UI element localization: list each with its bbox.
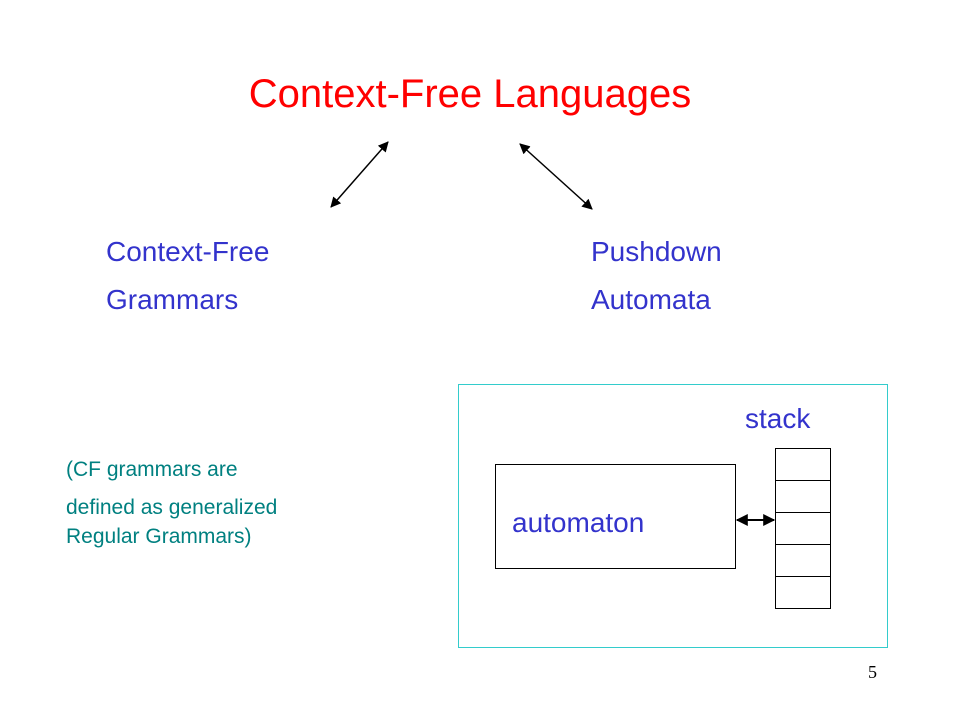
left-double-arrow <box>330 141 389 208</box>
stack-cell <box>775 448 831 481</box>
note-line1: (CF grammars are <box>66 458 238 481</box>
pda-diagram-frame <box>458 384 888 648</box>
slide-title: Context-Free Languages <box>248 72 692 116</box>
automaton-label: automaton <box>512 507 645 538</box>
cfg-label-line1: Context-Free <box>106 236 270 267</box>
cfg-label-line2: Grammars <box>106 284 239 315</box>
page-number: 5 <box>868 662 877 682</box>
note-line3: Regular Grammars) <box>66 525 252 548</box>
pda-label-line1: Pushdown <box>591 236 722 267</box>
pda-label-line2: Automata <box>591 284 711 315</box>
stack-cell <box>775 576 831 609</box>
stack-label: stack <box>745 403 811 434</box>
right-double-arrow <box>519 143 593 210</box>
automaton-box <box>495 464 736 569</box>
note-line2: defined as generalized <box>66 496 278 519</box>
